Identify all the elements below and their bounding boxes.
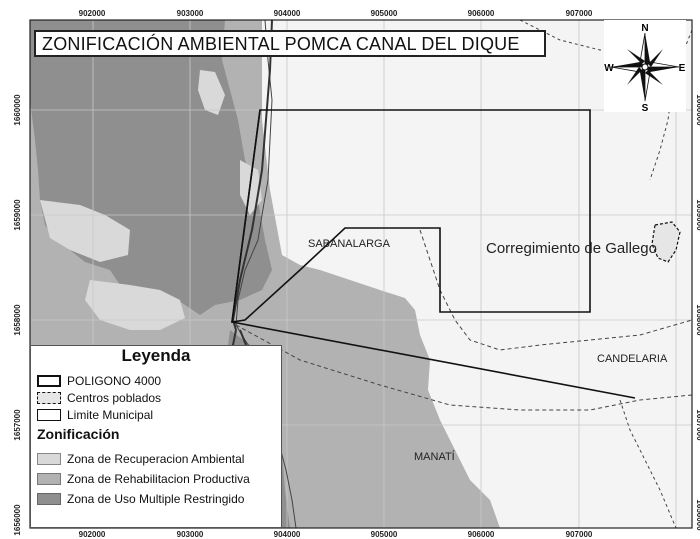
- zone-uso-multiple-swatch-icon: [37, 493, 61, 505]
- zonificacion-title: Zonificación: [37, 426, 120, 442]
- y-tick-1658000: 1658000: [13, 304, 22, 336]
- y-tick-1659000: 1659000: [13, 199, 22, 231]
- legend-item-label: POLIGONO 4000: [67, 374, 162, 388]
- legend-zone-label: Zona de Uso Multiple Restringido: [67, 492, 245, 506]
- centro-poblado-gallego: [651, 221, 681, 263]
- limite-municipal-swatch-icon: [37, 409, 61, 421]
- map-title-text: ZONIFICACIÓN AMBIENTAL POMCA CANAL DEL D…: [42, 34, 520, 54]
- legend: Leyenda POLIGONO 4000 Centros poblados L…: [30, 345, 282, 528]
- legend-zone-label: Zona de Rehabilitacion Productiva: [67, 472, 250, 486]
- neatline: [29, 19, 693, 529]
- y-tick-1660000: 1660000: [13, 94, 22, 126]
- y-tick-right-1657000: 1657000: [695, 409, 700, 441]
- x-tick-bottom-906000: 906000: [468, 530, 495, 539]
- compass-s-label: S: [642, 103, 649, 112]
- y-tick-right-1660000: 1660000: [695, 94, 700, 126]
- place-label-manati: MANATÍ: [414, 450, 456, 463]
- x-tick-906000: 906000: [468, 9, 495, 18]
- y-tick-1656000: 1656000: [13, 504, 22, 536]
- compass-w-label: W: [604, 63, 614, 74]
- x-tick-bottom-903000: 903000: [177, 530, 204, 539]
- place-label-candelaria: CANDELARIA: [597, 353, 668, 365]
- y-tick-right-1656000: 1656000: [695, 499, 700, 531]
- map-title: ZONIFICACIÓN AMBIENTAL POMCA CANAL DEL D…: [34, 30, 546, 57]
- y-tick-labels: 1660000 1659000 1658000 1657000 1656000 …: [13, 94, 700, 536]
- x-tick-902000: 902000: [79, 9, 106, 18]
- x-tick-bottom-905000: 905000: [371, 530, 398, 539]
- place-label-sabanalarga: SABANALARGA: [308, 238, 391, 250]
- compass-n-label: N: [641, 23, 648, 34]
- x-tick-bottom-902000: 902000: [79, 530, 106, 539]
- y-tick-right-1659000: 1659000: [695, 199, 700, 231]
- x-tick-903000: 903000: [177, 9, 204, 18]
- poligono-4000: [231, 109, 636, 399]
- x-tick-labels: 902000 903000 904000 905000 906000 90700…: [79, 9, 593, 539]
- legend-zone-label: Zona de Recuperacion Ambiental: [67, 452, 245, 466]
- x-tick-907000: 907000: [566, 9, 593, 18]
- zone-recuperacion-2: [85, 280, 185, 330]
- x-tick-905000: 905000: [371, 9, 398, 18]
- centros-poblados-swatch-icon: [37, 392, 61, 404]
- x-tick-904000: 904000: [274, 9, 301, 18]
- legend-item-label: Centros poblados: [67, 391, 162, 405]
- x-tick-bottom-904000: 904000: [274, 530, 301, 539]
- y-tick-1657000: 1657000: [13, 409, 22, 441]
- compass-e-label: E: [679, 63, 686, 74]
- y-tick-right-1658000: 1658000: [695, 304, 700, 336]
- x-tick-bottom-907000: 907000: [566, 530, 593, 539]
- legend-item-label: Limite Municipal: [67, 408, 154, 422]
- place-label-gallego: Corregimiento de Gallego: [486, 240, 657, 257]
- north-arrow-compass-icon: N S W E: [604, 20, 686, 112]
- zone-recuperacion-1: [40, 200, 130, 262]
- zone-rehabilitacion-swatch-icon: [37, 473, 61, 485]
- zone-recuperacion-3: [198, 70, 225, 115]
- zone-recuperacion-swatch-icon: [37, 453, 61, 465]
- poligono-swatch-icon: [37, 375, 61, 387]
- legend-title: Leyenda: [121, 346, 191, 365]
